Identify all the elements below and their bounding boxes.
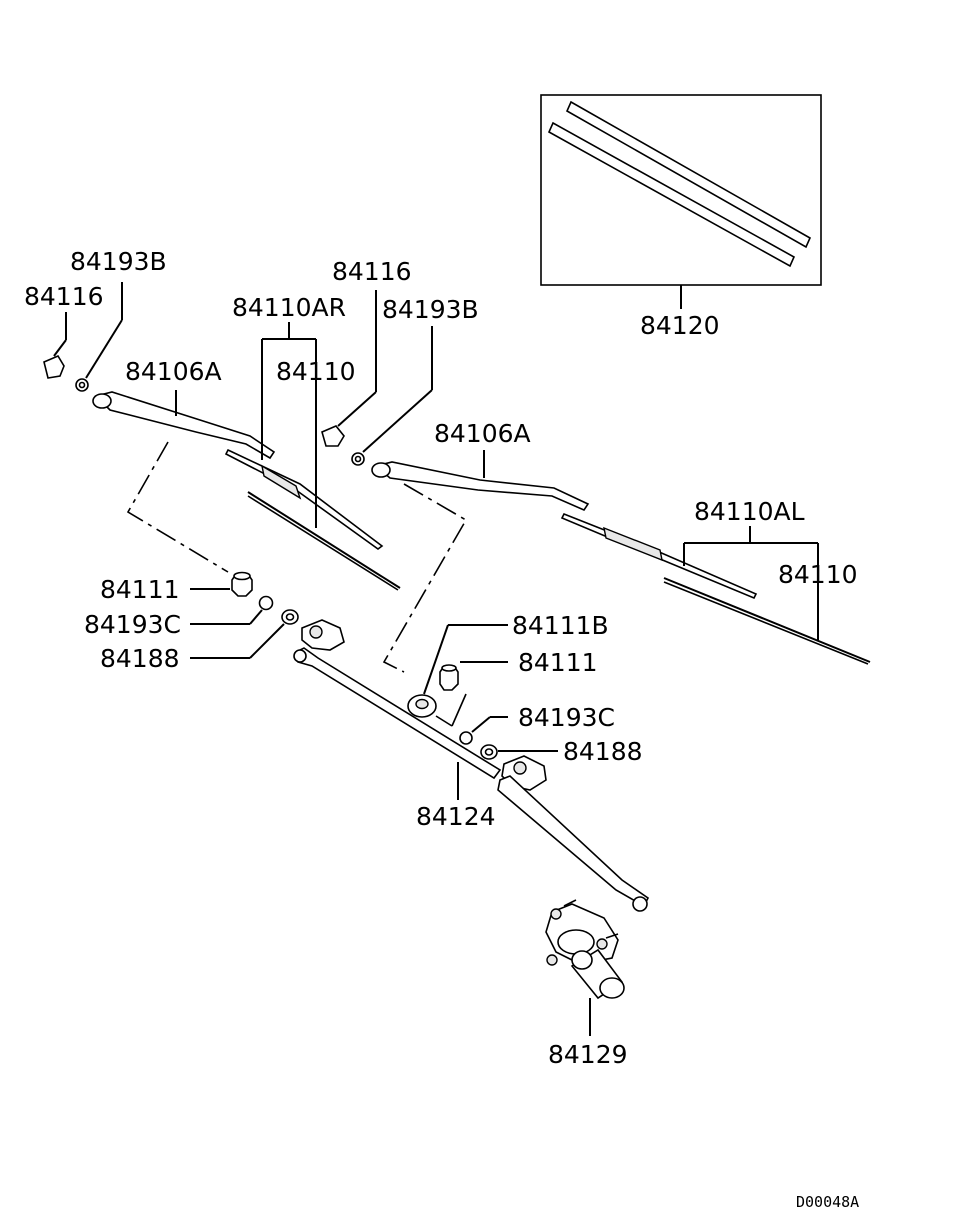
leader-84193B-mid [362,389,433,453]
motor-screw-2 [605,933,619,939]
linkage-rod-main [295,647,502,780]
linkage-pivot-left [301,619,345,651]
label-84110AL: 84110AL [694,497,805,526]
blade-refill-upper [565,100,812,249]
right-pivot-hardware [407,624,558,760]
label-84110AR: 84110AR [232,293,346,322]
label-84193C-left: 84193C [84,610,181,639]
assembly-guide-left [126,441,229,573]
label-84111B: 84111B [512,611,609,640]
label-84120: 84120 [640,311,720,340]
pivot-washer-right-hole [484,748,494,756]
leader-84188-left-diag [249,623,285,659]
blade-rubber-right [663,577,871,663]
part-labels: 84193B 84116 84106A 84110AR 84110 84116 … [24,247,859,1210]
label-84116-left: 84116 [24,282,104,311]
label-84116-mid: 84116 [332,257,412,286]
nut-right-hole [354,455,362,463]
label-84106A-right: 84106A [434,419,531,448]
label-84193B-left: 84193B [70,247,167,276]
leader-84111B-diag [423,624,449,695]
nut-left [75,378,89,392]
pivot-grommet-right-hole [415,698,429,710]
label-84193C-right: 84193C [518,703,615,732]
label-84188-right: 84188 [563,737,643,766]
blade-refill-lower [547,121,796,268]
wiper-arm-left [94,391,276,460]
arm-cap-left [43,354,65,379]
blade-refill-inset [540,94,822,309]
arm-pivot-right [371,462,391,478]
left-wiper-assembly [43,282,401,591]
blade-rubber-right-b [663,581,869,665]
wiper-blade-right-hand [224,448,384,550]
blade-rubber-left-b [247,495,399,591]
nut-left-hole [78,381,86,389]
linkage-pivot-right-shaft [513,761,527,775]
motor-body-front [571,950,593,970]
linkage-pivot-left-shaft [309,625,323,639]
leader-84193B-left [85,319,123,379]
grommet-join-b [451,693,467,727]
motor-bolt-2 [596,938,608,950]
left-pivot-hardware [190,571,299,659]
leader-84116-left [53,339,67,357]
blade-rubber-left [247,491,401,589]
pivot-washer-left-hole [285,613,295,621]
wiper-motor [545,899,625,1036]
nut-right [351,452,365,466]
assembly-guide-right [382,483,468,673]
pivot-nut-left [258,595,274,611]
right-wiper-assembly [321,290,871,673]
label-84110-right: 84110 [778,560,858,589]
motor-gear-housing [557,929,595,955]
label-84188-left: 84188 [100,644,180,673]
leader-84193C-left-diag [249,609,263,625]
wiper-arm-right [374,461,590,512]
label-84111-right: 84111 [518,648,598,677]
label-84124: 84124 [416,802,496,831]
wiper-linkage [293,619,650,912]
pivot-nut-right [459,731,473,745]
arm-pivot-left [92,393,112,409]
motor-screw-1 [563,899,577,907]
linkage-rod-drive [497,775,650,908]
pivot-bush-left-top [233,571,251,581]
motor-bolt-3 [546,954,558,966]
label-84111-left: 84111 [100,575,180,604]
pivot-bush-right-top [441,664,457,672]
grommet-join-a [435,715,453,727]
label-84129: 84129 [548,1040,628,1069]
pivot-washer-right [480,744,498,760]
leader-84193C-right-diag [471,716,491,733]
label-84110-left: 84110 [276,357,356,386]
label-84106A-left: 84106A [125,357,222,386]
blade-frame-left [261,464,302,500]
pivot-washer-left [281,609,299,625]
leader-84116-mid [337,391,377,427]
linkage-drive-end [632,896,648,912]
arm-cap-right [321,425,345,447]
linkage-rod-end [293,649,307,663]
label-84193B-mid: 84193B [382,295,479,324]
blade-frame-right [603,526,663,562]
drawing-code: D00048A [796,1193,859,1210]
motor-bolt-1 [550,908,562,920]
motor-end-cap [599,977,625,999]
